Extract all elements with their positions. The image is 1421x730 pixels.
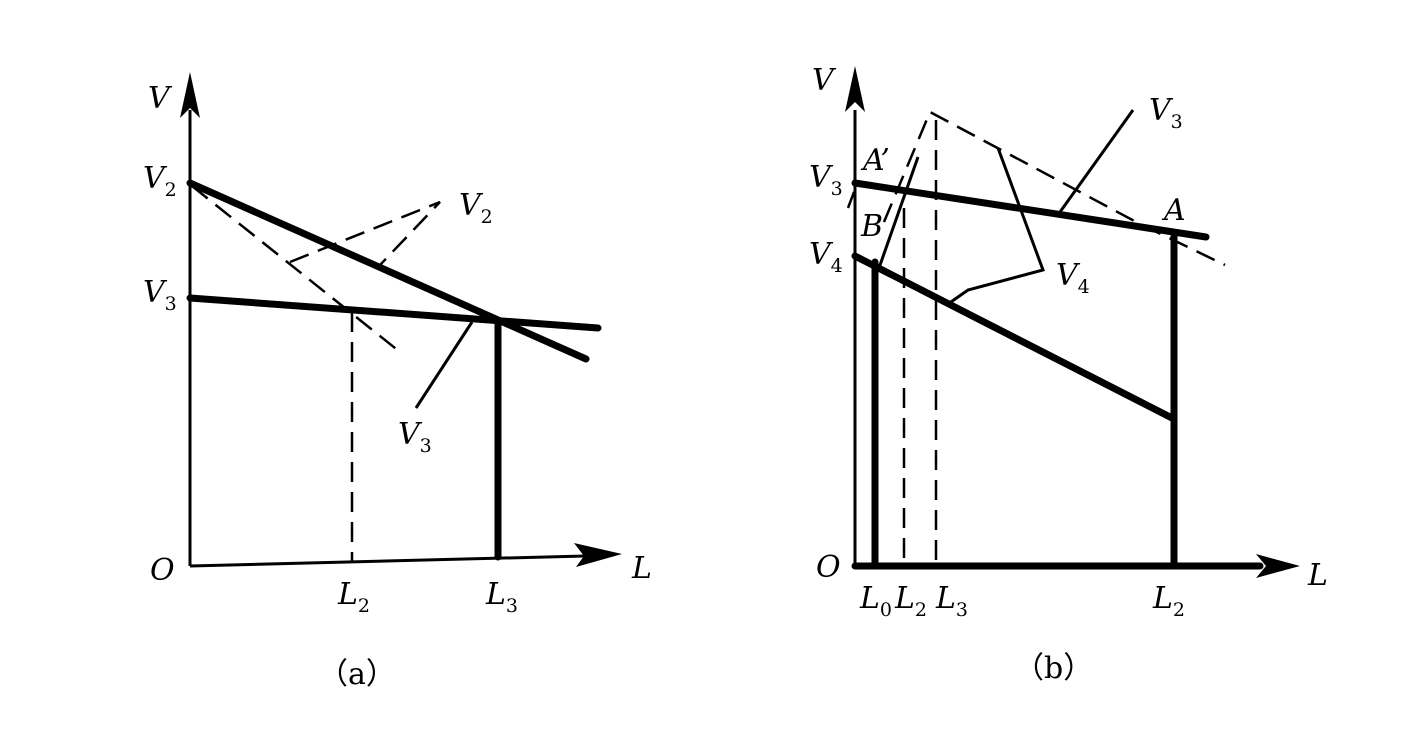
- panel-b-caption: （b）: [1014, 651, 1093, 686]
- panel-a-x-axis-label: L: [631, 551, 652, 586]
- panel-b-b-to-aprime: [877, 156, 920, 269]
- panel-b-x-arrow: [1256, 554, 1300, 578]
- panel-b-xtick-l3: L3: [935, 581, 968, 621]
- panel-b-ytick-v3: V3: [809, 160, 843, 200]
- panel-b-curve-label-v3: V3: [1149, 93, 1183, 133]
- panel-b-y-arrow: [845, 66, 865, 112]
- panel-b-v3-line: [851, 179, 1210, 241]
- panel-a-v2-line: [186, 179, 590, 363]
- panel-a-v2-leader: [289, 200, 441, 266]
- panel-a-y-axis-label: V: [148, 81, 173, 116]
- panel-b-v3-leader: [1058, 109, 1135, 213]
- panel-a-curve-label-v3: V3: [398, 417, 432, 457]
- panel-b-xtick-l2: L2: [894, 581, 927, 621]
- panel-a-caption: （a）: [318, 657, 396, 692]
- panel-b-y-axis-label: V: [812, 63, 837, 98]
- panel-a: V L O V2 V3 L2 L3 V2 V3 （a）: [143, 72, 652, 692]
- panel-a-x-axis: [189, 554, 586, 568]
- panel-b-dashed-a-prime: [846, 191, 856, 209]
- panel-b-point-a: A: [1161, 193, 1186, 228]
- panel-a-xtick-l2: L2: [337, 577, 370, 617]
- panel-a-ytick-v3: V3: [143, 275, 177, 315]
- panel-a-xtick-l3: L3: [485, 577, 518, 617]
- panel-b-xtick-l2-right: L2: [1152, 581, 1185, 621]
- panel-a-v3-line: [186, 294, 602, 332]
- panel-a-curve-label-v2: V2: [459, 188, 493, 228]
- panel-b: V L O V3 V4 L0 L2 L3 L2 A’ B A V3 V4: [809, 63, 1328, 686]
- panel-b-xtick-l0: L0: [859, 581, 892, 621]
- panel-b-ytick-v4: V4: [809, 237, 843, 277]
- panel-a-dashed-line: [191, 185, 401, 353]
- panel-a-origin-label: O: [150, 553, 175, 588]
- panel-b-point-b: B: [860, 209, 883, 244]
- panel-a-y-arrow: [180, 72, 200, 118]
- panel-b-origin-label: O: [816, 550, 841, 585]
- panel-b-x-axis-label: L: [1307, 558, 1328, 593]
- panel-b-curve-label-v4: V4: [1056, 258, 1090, 298]
- panel-a-v3-leader: [414, 321, 474, 409]
- panel-a-ytick-v2: V2: [143, 161, 177, 201]
- panel-b-v4-leader: [947, 147, 1045, 306]
- panel-b-v4-line: [851, 252, 1176, 422]
- panel-a-x-arrow: [574, 543, 622, 567]
- panel-b-dashed-path: [882, 110, 1226, 267]
- panel-b-point-a-prime: A’: [860, 143, 890, 178]
